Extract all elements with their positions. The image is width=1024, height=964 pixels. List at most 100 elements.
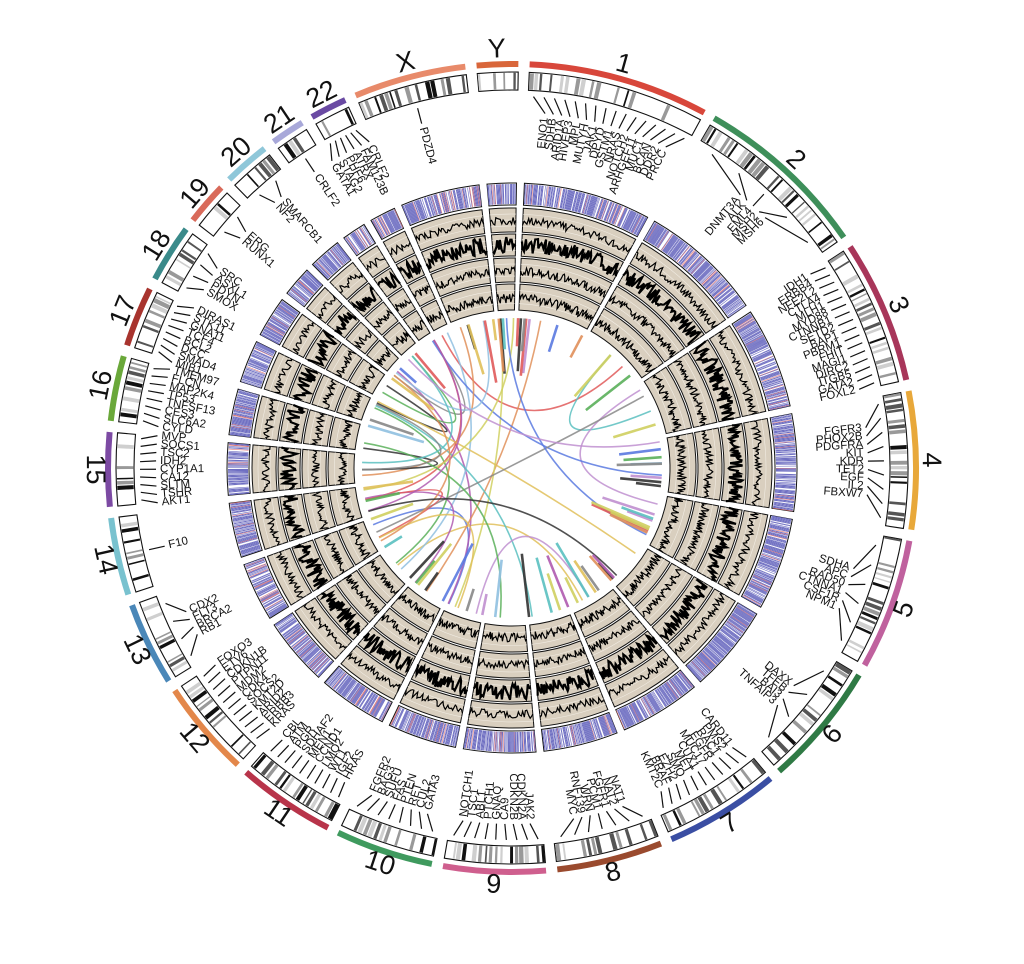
gene-connector <box>643 125 656 137</box>
gene-connector <box>496 824 497 840</box>
gene-connector <box>565 100 570 117</box>
gene-connector <box>168 325 183 330</box>
radial-link-mark <box>467 589 474 611</box>
radial-link-mark <box>581 566 598 590</box>
gene-connector <box>251 723 264 733</box>
gene-connector <box>575 101 578 118</box>
chromosome-label: 21 <box>258 98 300 140</box>
chromosome-label: 15 <box>81 454 111 484</box>
gene-connector <box>831 304 846 310</box>
gene-connector <box>658 134 675 144</box>
chromosome-link <box>476 536 588 613</box>
chromosome-label: 13 <box>117 629 157 669</box>
gene-connector <box>356 130 369 142</box>
gene-connector <box>794 671 824 686</box>
gene-connector <box>224 232 240 238</box>
gene-connector <box>666 138 685 147</box>
gene-connector <box>427 814 432 832</box>
chromosome-label: 3 <box>882 292 915 318</box>
gene-connector <box>851 565 871 577</box>
cytoband <box>510 847 513 863</box>
cytoband <box>891 461 907 465</box>
gene-connector <box>853 359 868 365</box>
gene-connector <box>193 276 208 282</box>
gene-connector <box>346 135 354 149</box>
gene-connector <box>815 275 830 281</box>
gene-connector <box>623 806 643 816</box>
gene-connector <box>257 729 270 739</box>
chromosome-label: 1 <box>613 47 635 80</box>
gene-connector <box>619 114 626 128</box>
chromosome-label: Y <box>487 33 506 64</box>
gene-connector <box>627 117 636 131</box>
gene-connector <box>598 813 602 829</box>
gene-connector <box>305 159 314 172</box>
chromosome-4 <box>883 390 919 530</box>
gene-connector <box>285 750 295 762</box>
gene-connector <box>684 780 690 795</box>
gene-connector <box>859 383 874 389</box>
radial-link-mark <box>517 318 518 346</box>
gene-connector <box>218 685 230 696</box>
cytoband <box>891 466 907 469</box>
gene-connector <box>544 97 553 114</box>
cytoband <box>117 466 133 469</box>
gene-connector <box>676 784 681 800</box>
gene-connector <box>234 705 246 715</box>
gene-connector <box>161 345 175 354</box>
chromosome-label: 10 <box>361 844 399 882</box>
gene-connector <box>307 765 316 778</box>
gene-connector <box>147 398 163 402</box>
radial-link-mark <box>624 457 662 460</box>
gene-connector <box>186 288 203 290</box>
chromosome-link <box>364 318 514 490</box>
gene-connector <box>691 776 698 790</box>
radial-link-mark <box>617 464 662 465</box>
gene-connector <box>561 819 574 837</box>
gene-connector <box>575 817 582 835</box>
gene-connector <box>464 822 471 837</box>
gene-connector <box>174 313 190 316</box>
gene-connector <box>588 815 590 832</box>
gene-connector <box>152 376 168 377</box>
chromosome-label: 19 <box>173 172 215 214</box>
gene-connector <box>732 748 746 757</box>
gene-connector <box>661 791 663 808</box>
gene-label: PDZD4 <box>417 126 438 166</box>
gene-connector <box>271 740 283 751</box>
gene-connector <box>611 111 616 126</box>
gene-connector <box>554 98 561 115</box>
gene-connector <box>143 421 158 427</box>
radial-link-mark <box>549 325 557 352</box>
radial-link-mark <box>593 555 614 578</box>
gene-connector <box>867 432 882 444</box>
chromosome-label: 22 <box>301 74 341 114</box>
gene-connector <box>145 406 160 410</box>
cytoband <box>513 73 515 89</box>
gene-connector <box>823 289 838 295</box>
gene-connector <box>182 627 194 639</box>
gene-connector <box>835 312 850 318</box>
gene-connector <box>783 699 789 717</box>
gene-connector <box>208 672 220 683</box>
gene-connector <box>378 801 387 815</box>
gene-connector <box>177 306 194 308</box>
gene-connector <box>400 807 404 823</box>
chromosome-label: 20 <box>215 130 257 172</box>
track-backgrounds <box>252 208 772 728</box>
chromosome-label: 6 <box>816 719 849 750</box>
gene-connector <box>868 447 884 453</box>
radial-link-mark <box>613 424 655 437</box>
gene-connector <box>339 782 345 797</box>
gene-connector <box>850 351 865 357</box>
gene-connector <box>868 486 883 503</box>
gene-connector <box>140 453 156 455</box>
gene-connector <box>163 339 177 347</box>
gene-connector <box>739 173 747 200</box>
chromosome-label: 7 <box>715 806 743 839</box>
gene-connector <box>513 824 517 840</box>
chromosome-label: 4 <box>917 452 947 468</box>
gene-connector <box>335 141 339 157</box>
gene-connector <box>811 268 826 274</box>
